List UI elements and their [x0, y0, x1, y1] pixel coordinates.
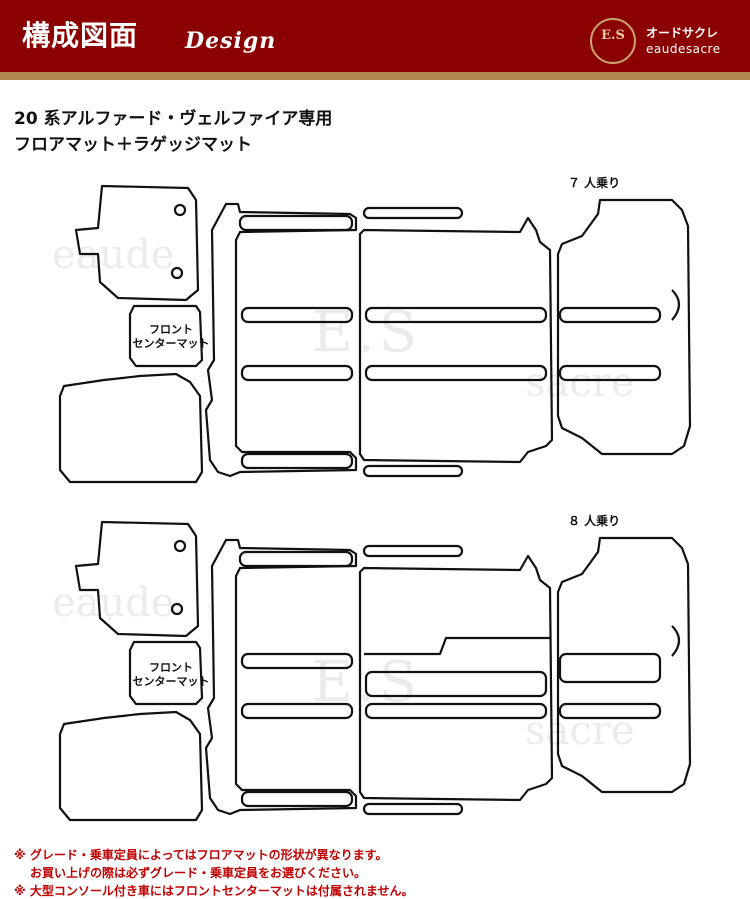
row3-strip-b	[364, 702, 548, 720]
center-mat-label: フロント センターマット	[128, 661, 214, 689]
center-mat-label-line2: センターマット	[132, 337, 210, 350]
note-select: お買い上げの際は必ずグレード・乗車定員をお選びください。	[30, 866, 367, 880]
row3-step-line	[364, 636, 550, 656]
luggage-notch	[671, 289, 681, 321]
front-center-mat	[128, 304, 204, 368]
seat-label: ７ 人乗り	[568, 176, 621, 190]
luggage-mat	[556, 198, 692, 456]
seat-label: ８ 人乗り	[568, 514, 621, 528]
row2-frame	[204, 538, 358, 816]
front-center-mat	[128, 640, 204, 706]
row2-frame	[204, 202, 358, 478]
watermark-center: E.S	[312, 300, 422, 365]
product-title-line1: 20 系アルファード・ヴェルファイア専用	[14, 109, 333, 129]
row2-strip-b	[240, 364, 354, 382]
center-mat-label-line2: センターマット	[132, 675, 210, 688]
row2-long-strip	[238, 214, 354, 232]
row3-strip-a	[364, 670, 548, 698]
row2-strip-a	[240, 306, 354, 324]
mat-outlines	[58, 520, 692, 822]
logo-mark: E.S	[601, 28, 625, 43]
hook-icon	[173, 203, 187, 217]
row2-long-strip	[238, 550, 354, 568]
row3-mat	[358, 216, 554, 464]
center-mat-label-line1: フロント	[149, 323, 193, 336]
mat-diagram-8-seater: eaude sacre E.S ８ 人乗り フロント	[0, 508, 750, 828]
luggage-strip-b	[558, 364, 662, 382]
page-subtitle: Design	[185, 28, 277, 54]
hook-icon	[170, 602, 184, 616]
note-console: ※ 大型コンソール付き車にはフロントセンターマットは付属されません。	[14, 884, 414, 898]
watermark-left: eaude	[52, 232, 175, 278]
center-mat-label-line1: フロント	[149, 661, 193, 674]
luggage-strip-a	[558, 306, 662, 324]
bottom-small-strip	[362, 802, 464, 816]
passenger-mat	[58, 372, 204, 484]
page-title: 構成図面	[22, 19, 139, 52]
top-small-strip	[362, 206, 464, 220]
hook-icon	[173, 539, 187, 553]
header-bar: 構成図面 Design E.S オードサクレ eaudesacre	[0, 0, 750, 72]
driver-mat	[74, 184, 200, 302]
header-stripe	[0, 72, 750, 80]
mat-diagram-7-seater: eaude sacre E.S	[0, 170, 750, 490]
brand-name-jp: オードサクレ	[646, 26, 719, 40]
luggage-strip-b	[558, 702, 662, 720]
top-small-strip	[362, 544, 464, 558]
driver-mat	[74, 520, 200, 638]
row2-strip-c	[240, 452, 354, 470]
row3-strip-b	[364, 364, 548, 382]
row2-strip-b	[240, 702, 354, 720]
mat-outlines	[58, 184, 692, 484]
row3-strip-a	[364, 306, 548, 324]
logo-laurel-icon	[590, 18, 636, 64]
luggage-notch	[671, 625, 681, 657]
row2-strip-c	[240, 790, 354, 808]
watermark-left: eaude	[52, 580, 175, 626]
center-mat-label: フロント センターマット	[128, 323, 214, 351]
brand-logo[interactable]: E.S オードサクレ eaudesacre	[590, 10, 740, 64]
hook-icon	[170, 266, 184, 280]
product-title-line2: フロアマット＋ラゲッジマット	[14, 135, 252, 155]
note-grade: ※ グレード・乗車定員によってはフロアマットの形状が異なります。	[14, 848, 388, 862]
luggage-mat	[556, 536, 692, 794]
passenger-mat	[58, 710, 204, 822]
luggage-strip-a	[558, 652, 662, 684]
row2-strip-a	[240, 652, 354, 670]
brand-name-en: eaudesacre	[646, 42, 721, 56]
row3-mat	[358, 554, 554, 802]
bottom-small-strip	[362, 464, 464, 478]
